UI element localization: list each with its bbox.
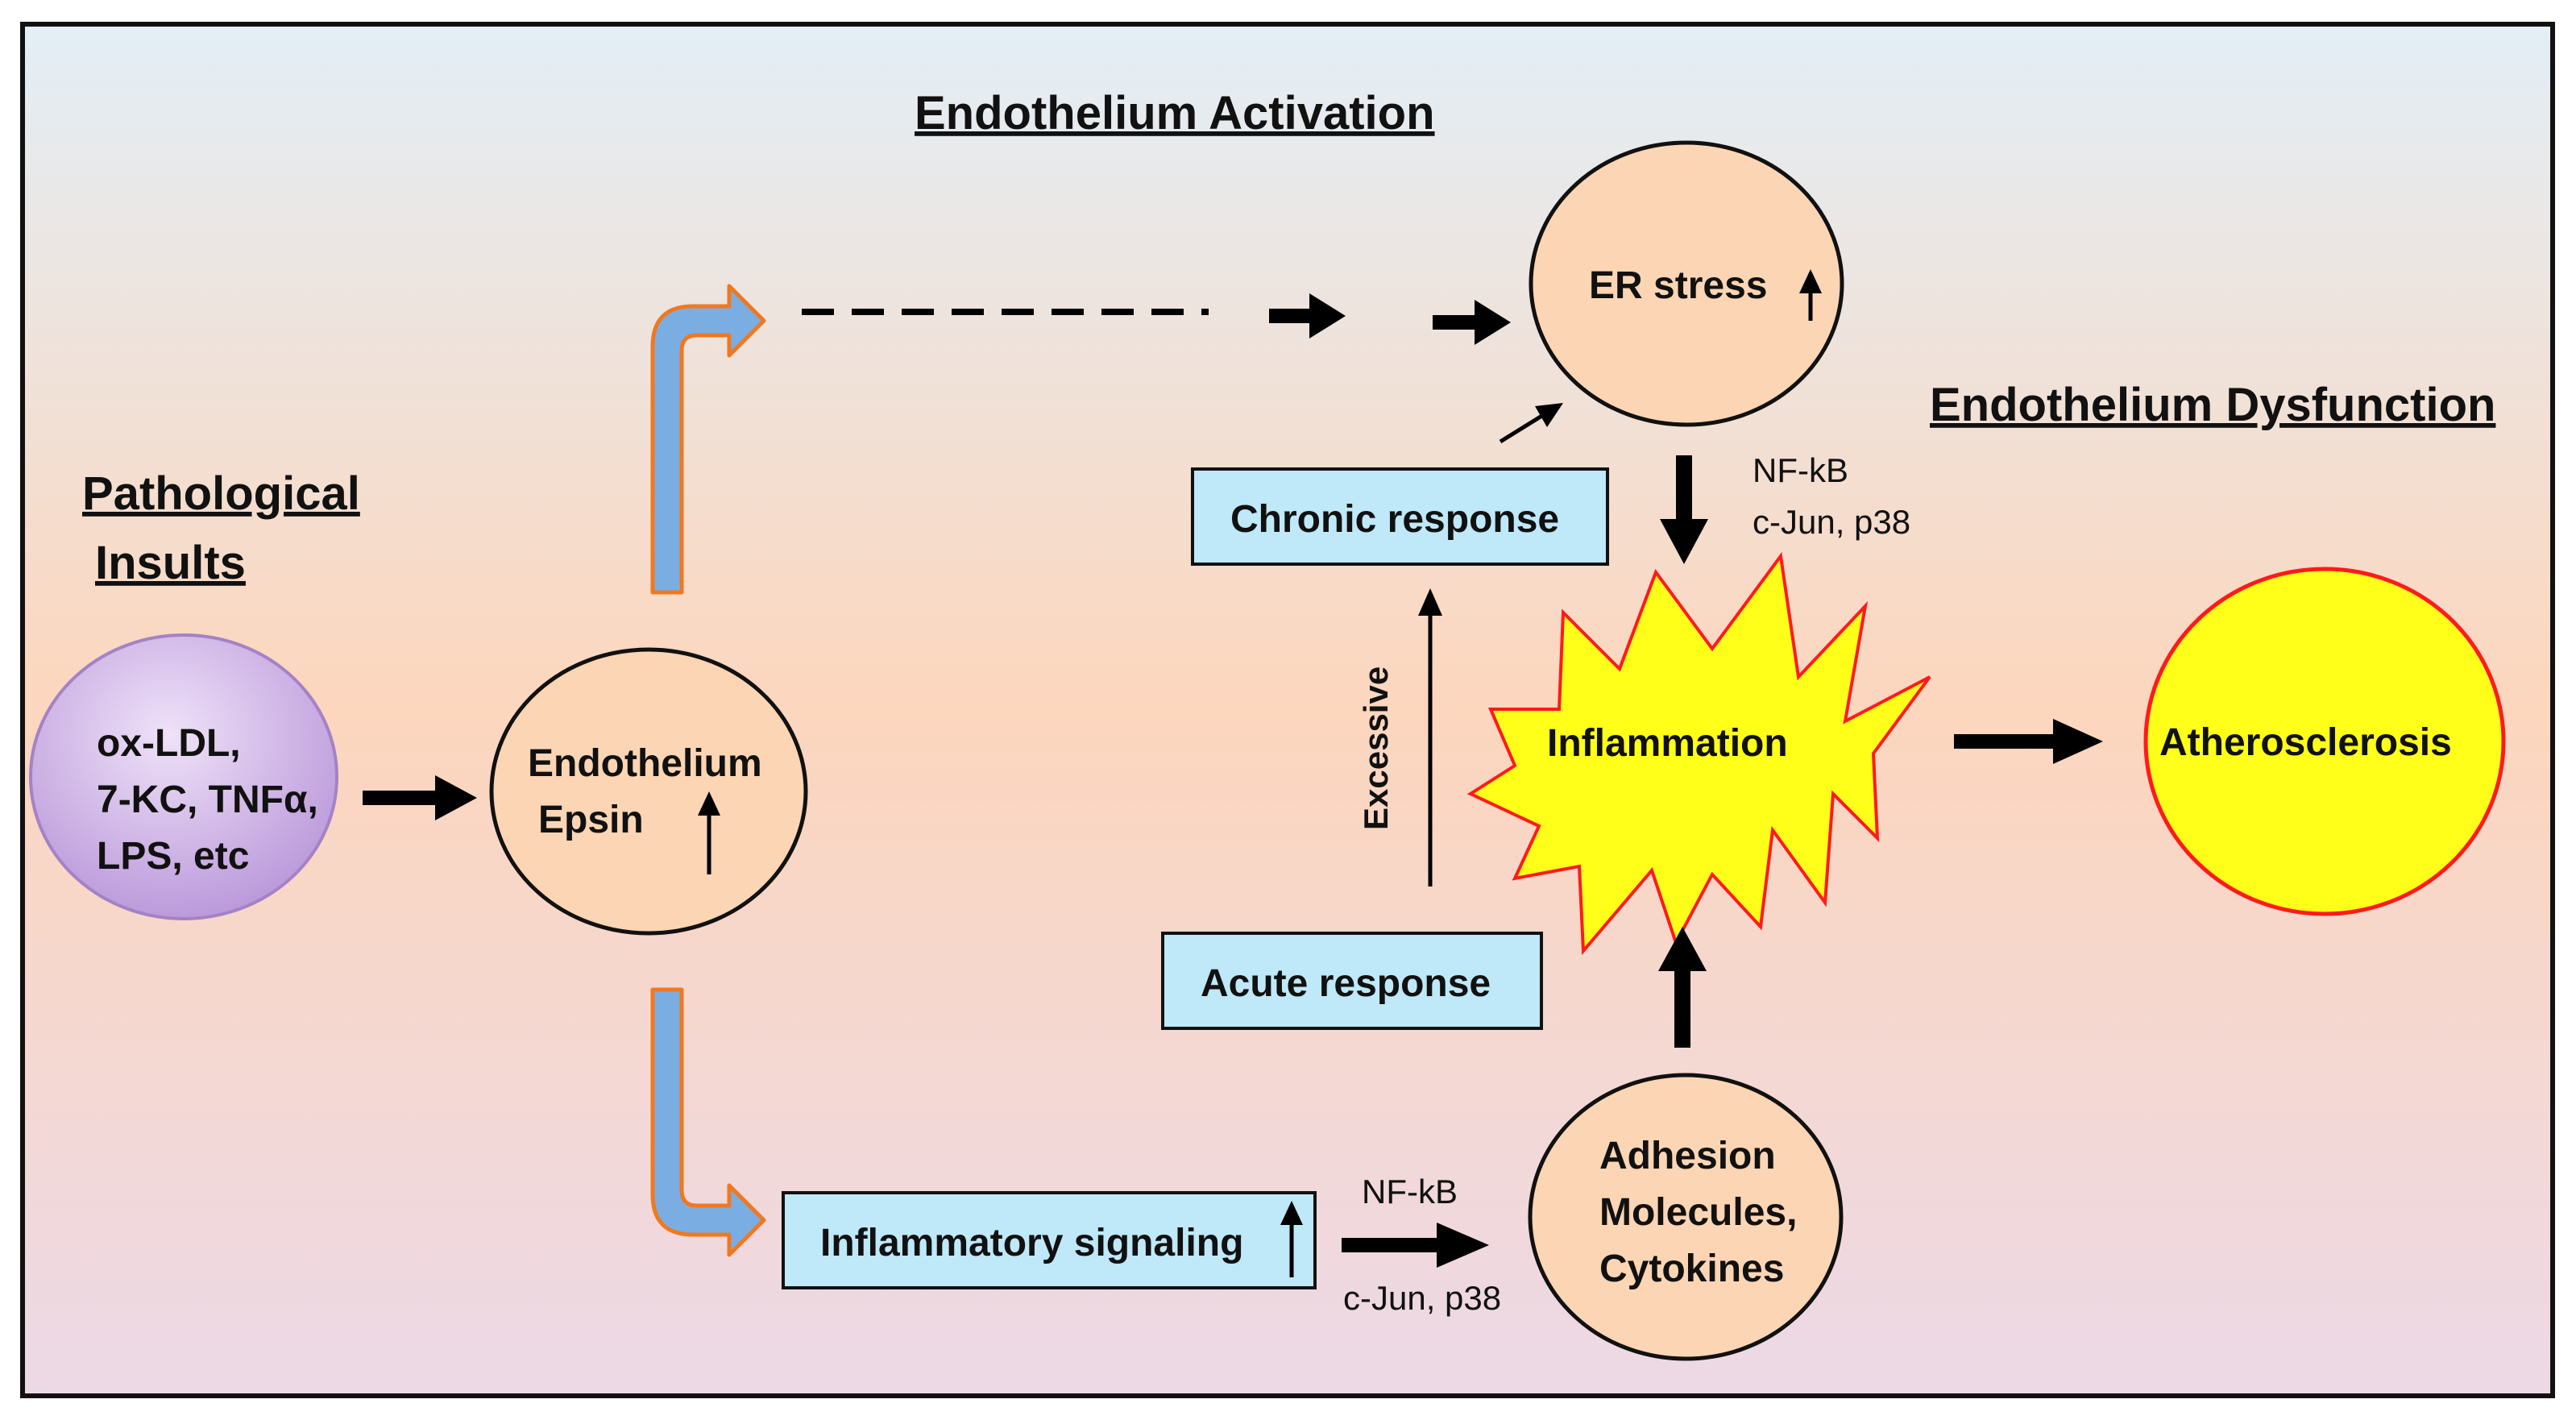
heading-endothelium-activation: Endothelium Activation [915, 87, 1435, 139]
bent-arrow-up [650, 284, 766, 595]
adhesion-cytokines-node: Adhesion Molecules, Cytokines [1528, 1073, 1844, 1361]
chronic-response-box: Chronic response [1191, 467, 1609, 566]
heading-pathological-insults-1: Pathological [82, 467, 360, 520]
adhesion-line-2: Molecules, [1599, 1191, 1797, 1234]
signaling-cjun-p38-label: c-Jun, p38 [1343, 1279, 1501, 1317]
arrow-er-stress-to-inflammation [1660, 455, 1708, 564]
acute-response-box: Acute response [1161, 932, 1543, 1030]
arrow-chronic-to-er-stress [1499, 403, 1563, 444]
er-stress-node: ER stress [1529, 140, 1844, 427]
arrow-adhesion-to-inflammation [1658, 927, 1707, 1048]
heading-pathological-insults-2: Insults [95, 537, 246, 589]
acute-response-label: Acute response [1201, 962, 1491, 1005]
endothelium-epsin-node: Endothelium Epsin [489, 647, 808, 936]
er-nfkb-label: NF-kB [1753, 451, 1848, 489]
inflammation-label: Inflammation [1547, 722, 1788, 765]
er-stress-up-arrow-icon [1799, 269, 1822, 321]
insults-line-1: ox-LDL, [97, 722, 241, 765]
atherosclerosis-node: Atherosclerosis [2143, 567, 2506, 916]
inflammation-node: Inflammation [1466, 551, 1931, 956]
signaling-nfkb-label: NF-kB [1362, 1173, 1458, 1210]
insults-line-2: 7-KC, TNFα, [97, 779, 318, 821]
er-cjun-p38-label: c-Jun, p38 [1753, 503, 1910, 541]
excessive-label: Excessive [1357, 666, 1395, 830]
er-stress-label: ER stress [1589, 264, 1767, 307]
insults-line-3: LPS, etc [97, 835, 249, 878]
diagram-frame [20, 22, 2555, 1398]
signaling-up-arrow-icon [1280, 1201, 1303, 1277]
arrow-inflammation-to-atherosclerosis [1954, 719, 2103, 764]
arrow-acute-to-chronic [1418, 588, 1442, 886]
heading-endothelium-dysfunction: Endothelium Dysfunction [1930, 379, 2495, 431]
dashed-path-to-er-stress [802, 293, 1511, 345]
arrow-insults-to-endothelium [363, 775, 477, 820]
insults-node: ox-LDL, 7-KC, TNFα, LPS, etc [29, 633, 338, 920]
adhesion-line-1: Adhesion [1599, 1135, 1776, 1177]
bent-arrow-down [650, 987, 766, 1257]
chronic-response-label: Chronic response [1230, 498, 1559, 541]
endothelium-label: Endothelium [528, 742, 762, 785]
atherosclerosis-label: Atherosclerosis [2159, 721, 2452, 764]
arrow-signaling-to-adhesion [1342, 1223, 1489, 1268]
epsin-up-arrow-icon [698, 791, 720, 874]
epsin-label: Epsin [538, 799, 644, 841]
inflammatory-signaling-box: Inflammatory signaling [782, 1191, 1317, 1289]
inflammatory-signaling-label: Inflammatory signaling [820, 1222, 1243, 1264]
adhesion-line-3: Cytokines [1599, 1248, 1784, 1290]
